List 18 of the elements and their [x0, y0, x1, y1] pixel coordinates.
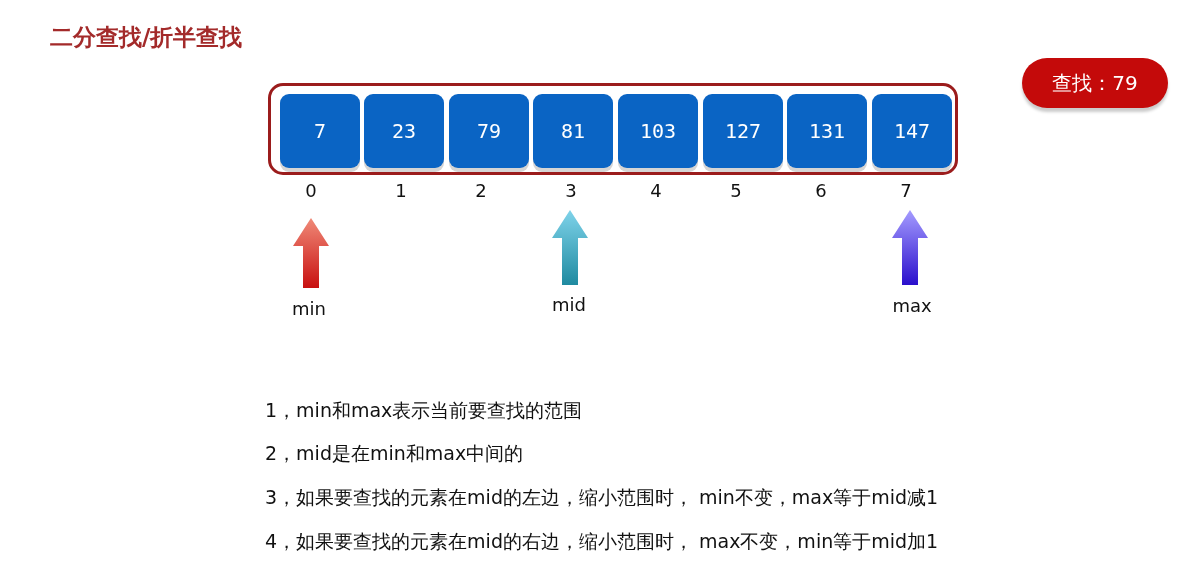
array-frame — [268, 83, 958, 175]
title: 二分查找/折半查找 — [50, 23, 243, 52]
pointer-label: min — [291, 298, 327, 319]
search-target-badge: 查找：79 — [1022, 58, 1168, 108]
pointer-label: mid — [551, 294, 587, 315]
index-label: 3 — [564, 180, 578, 201]
index-label: 1 — [394, 180, 408, 201]
index-label: 5 — [729, 180, 743, 201]
index-label: 4 — [649, 180, 663, 201]
index-label: 2 — [474, 180, 488, 201]
note-text: 4，如果要查找的元素在mid的右边，缩小范围时， max不变，min等于mid加1 — [265, 529, 939, 554]
index-label: 6 — [814, 180, 828, 201]
note-text: 3，如果要查找的元素在mid的左边，缩小范围时， min不变，max等于mid减1 — [265, 485, 939, 510]
index-label: 0 — [304, 180, 318, 201]
index-label: 7 — [899, 180, 913, 201]
note-text: 2，mid是在min和max中间的 — [265, 441, 524, 466]
pointer-label: max — [891, 295, 933, 316]
note-text: 1，min和max表示当前要查找的范围 — [265, 398, 583, 423]
